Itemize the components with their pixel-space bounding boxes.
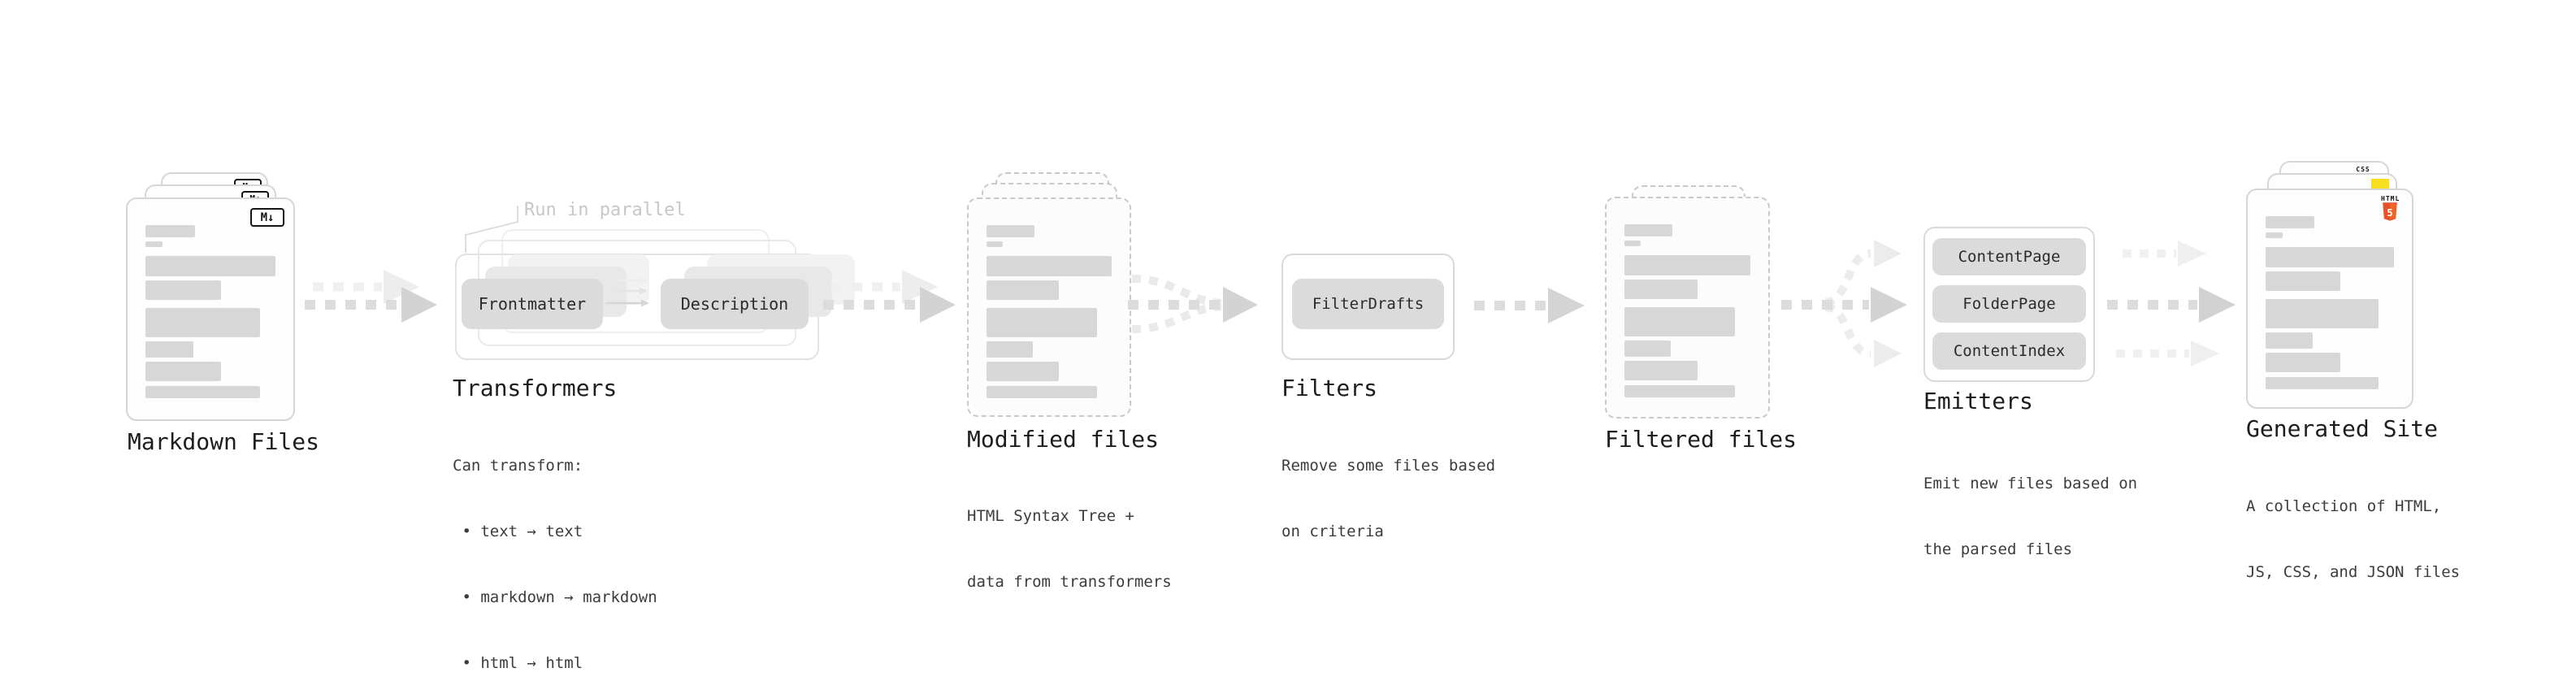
emitters-description: Emit new files based on the parsed files xyxy=(1923,475,2138,558)
filtered-file-card-front xyxy=(1605,197,1770,419)
parallel-arrows-icon xyxy=(2107,241,2236,367)
html-file-card: HTML 5 xyxy=(2246,189,2413,409)
description-transformer-pill: Description xyxy=(661,279,809,329)
svg-text:5: 5 xyxy=(2387,206,2392,219)
modified-file-card-front xyxy=(967,197,1131,417)
merge-arrow-icon xyxy=(1128,275,1258,333)
document-content-placeholder xyxy=(145,225,275,398)
generated-site-description: A collection of HTML, JS, CSS, and JSON … xyxy=(2246,497,2461,581)
document-content-placeholder xyxy=(2266,216,2394,389)
frontmatter-transformer-pill: Frontmatter xyxy=(462,279,603,329)
modified-files-label: Modified files xyxy=(967,426,1160,453)
document-content-placeholder xyxy=(1624,224,1750,397)
filterdrafts-pill: FilterDrafts xyxy=(1292,279,1444,329)
filters-label: Filters xyxy=(1281,375,1378,401)
generated-site-label: Generated Site xyxy=(2246,415,2439,442)
transform-step-arrows-icon xyxy=(605,276,649,307)
modified-files-description: HTML Syntax Tree + data from transformer… xyxy=(967,507,1172,591)
markdown-badge-icon: M↓ xyxy=(250,208,284,227)
html5-badge-icon: HTML 5 xyxy=(2381,195,2399,225)
callout-leader-line xyxy=(465,206,518,253)
contentpage-emitter-pill: ContentPage xyxy=(1932,238,2086,275)
folderpage-emitter-pill: FolderPage xyxy=(1932,285,2086,323)
filters-description: Remove some files based on criteria xyxy=(1281,457,1496,540)
filtered-files-label: Filtered files xyxy=(1605,426,1798,453)
js-badge-icon xyxy=(2371,179,2389,189)
transformers-description: Can transform: • text → text • markdown … xyxy=(453,457,657,672)
transformers-label: Transformers xyxy=(453,375,618,401)
markdown-file-card-front: M↓ xyxy=(126,197,295,421)
fanout-arrow-icon xyxy=(1781,240,1907,367)
flow-arrow-icon xyxy=(305,270,437,323)
document-content-placeholder xyxy=(987,225,1112,398)
markdown-files-label: Markdown Files xyxy=(128,428,320,455)
emitters-label: Emitters xyxy=(1923,388,2033,414)
contentindex-emitter-pill: ContentIndex xyxy=(1932,332,2086,370)
run-in-parallel-annotation: Run in parallel xyxy=(524,200,686,220)
flow-arrow-icon xyxy=(823,270,956,323)
flow-arrow-icon xyxy=(1474,288,1585,323)
